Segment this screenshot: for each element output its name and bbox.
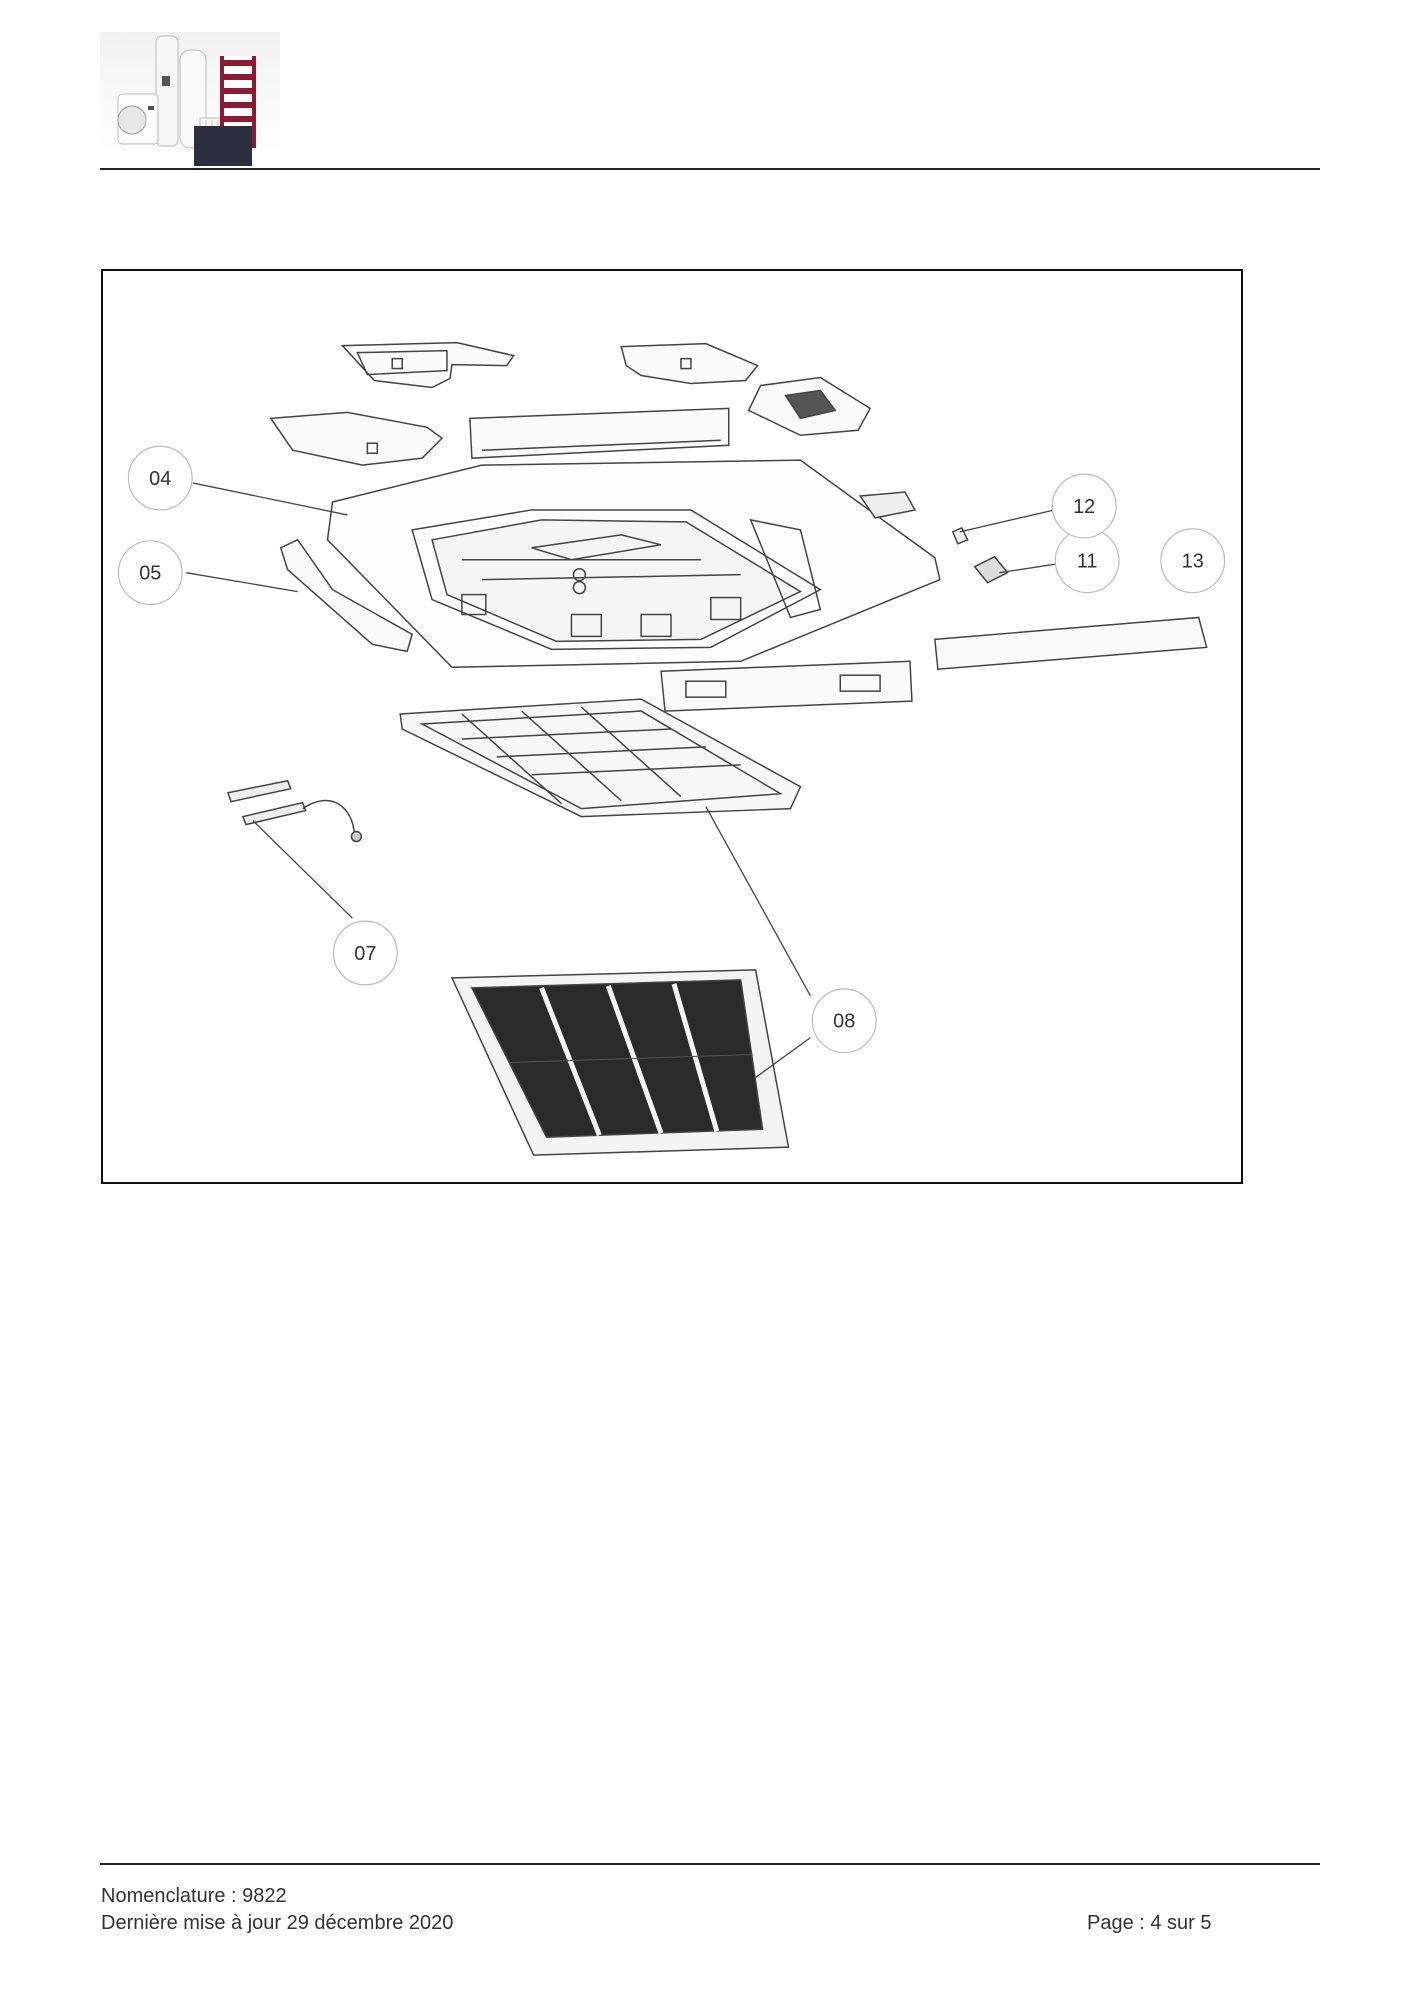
callout-label-11: 11 — [1077, 551, 1098, 573]
display-board — [226, 779, 363, 843]
intake-grille-frame — [399, 698, 802, 818]
callout-label-12: 12 — [1073, 496, 1095, 518]
last-update-text: Dernière mise à jour 29 décembre 2020 — [101, 1912, 454, 1934]
exploded-view-diagram: 04 05 07 08 11 12 13 — [101, 269, 1243, 1184]
page-number: Page : 4 sur 5 — [1087, 1912, 1212, 1934]
louver-right — [934, 616, 1208, 671]
callout-08 — [811, 988, 877, 1054]
exploded-view-drawing: 04 05 07 08 11 12 13 — [117, 341, 1226, 1156]
callout-label-13: 13 — [1182, 551, 1204, 573]
product-range-logo-icon — [100, 32, 280, 166]
louver-left — [279, 538, 414, 653]
callout-04 — [127, 445, 193, 511]
nomenclature-text: Nomenclature : 9822 — [101, 1885, 287, 1907]
header-rule — [100, 168, 1320, 170]
callout-05 — [117, 540, 183, 606]
main-panel — [326, 459, 941, 669]
screw-part — [951, 526, 969, 545]
callout-label-07: 07 — [354, 943, 376, 965]
hinge-part — [858, 491, 917, 519]
callout-label-05: 05 — [139, 563, 161, 585]
control-box-right — [620, 342, 759, 385]
louver-top — [469, 407, 730, 459]
footer-rule — [100, 1863, 1320, 1865]
callout-07 — [332, 920, 398, 986]
louver-bottom — [660, 660, 913, 712]
callout-label-04: 04 — [149, 468, 171, 490]
filter-grille — [450, 969, 790, 1156]
brand-logo — [100, 32, 280, 166]
control-box-center — [269, 411, 444, 466]
callout-12 — [1051, 473, 1117, 539]
control-box-left — [340, 341, 515, 389]
motor-box-right — [747, 376, 872, 437]
callout-13 — [1160, 528, 1226, 594]
callout-label-08: 08 — [833, 1011, 855, 1033]
motor-part — [973, 555, 1009, 584]
